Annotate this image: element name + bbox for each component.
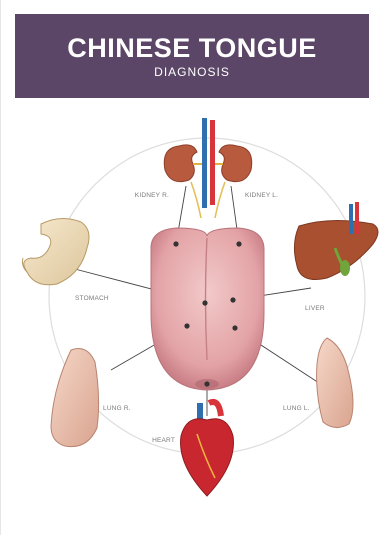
label-kidney-r: KIDNEY R. [135,192,169,199]
poster-subtitle: DIAGNOSIS [154,65,230,79]
label-stomach: STOMACH [75,295,109,302]
stomach-icon [23,218,90,284]
heart-icon [181,402,234,496]
label-kidney-l: KIDNEY L. [245,192,278,199]
title-banner: CHINESE TONGUE DIAGNOSIS [15,14,369,98]
poster-title: CHINESE TONGUE [67,33,317,63]
label-lung-l: LUNG L. [283,405,310,412]
label-lung-r: LUNG R. [103,405,131,412]
label-liver: LIVER [305,305,325,312]
liver-icon [294,202,378,280]
tongue-diagram: KIDNEY R. KIDNEY L. STOMACH LIVER LUNG R… [1,98,382,535]
tongue-icon [151,228,264,390]
kidneys-icon [164,118,251,218]
label-heart: HEART [152,437,175,444]
